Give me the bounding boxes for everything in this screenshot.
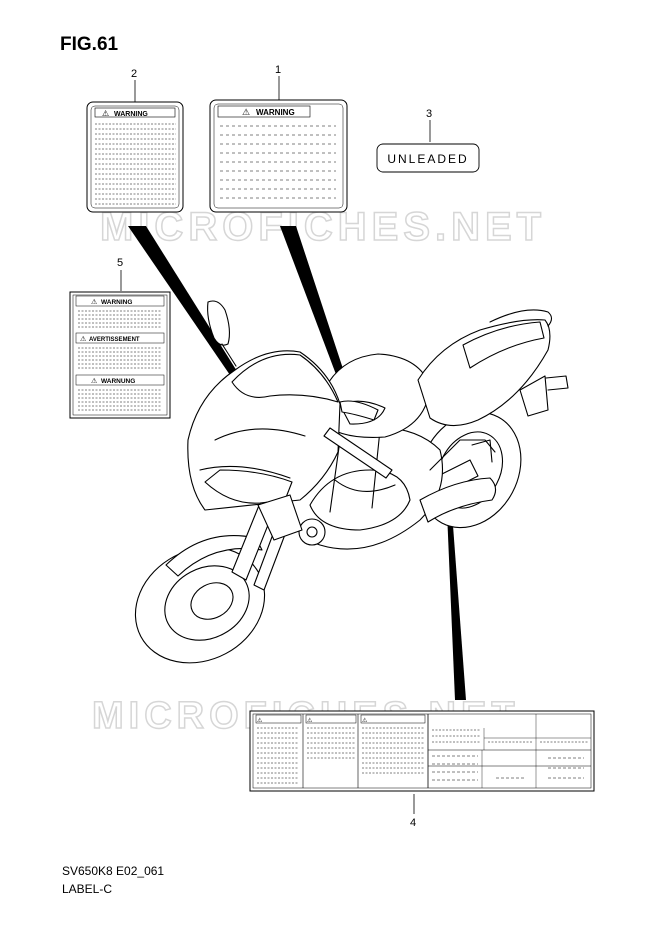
- warning-triangle-icon: ⚠: [362, 717, 368, 724]
- label-1-warning: ⚠ WARNING: [209, 99, 348, 213]
- warning-triangle-icon: ⚠: [80, 335, 86, 343]
- warning-triangle-icon: ⚠: [91, 298, 97, 306]
- callout-number-1: 1: [275, 64, 281, 76]
- label-5-title-fr: AVERTISSEMENT: [89, 337, 140, 343]
- label-4-info-panel: ⚠ ⚠ ⚠: [249, 710, 595, 792]
- label-1-title: WARNING: [256, 108, 295, 117]
- callout-number-4: 4: [410, 817, 416, 829]
- footer-diagram-name: LABEL-C: [62, 882, 113, 896]
- pointer-label-4: [447, 512, 466, 700]
- label-5-trilingual-warning: ⚠ WARNING ⚠ AVERTISSEMENT ⚠ WARNUNG: [69, 291, 171, 419]
- label-5-title-en: WARNING: [101, 299, 132, 306]
- warning-triangle-icon: ⚠: [102, 109, 109, 118]
- motorcycle-illustration: [134, 300, 569, 664]
- label-2-text-lines: [95, 123, 176, 205]
- label-3-unleaded: UNLEADED: [376, 143, 480, 173]
- label-3-text: UNLEADED: [387, 152, 468, 166]
- label-2-warning: ⚠ WARNING: [86, 101, 184, 213]
- callout-number-2: 2: [131, 68, 137, 80]
- label-1-text-lines: [220, 125, 336, 199]
- warning-triangle-icon: ⚠: [257, 717, 263, 724]
- pointer-label-2: [128, 226, 240, 378]
- warning-triangle-icon: ⚠: [91, 377, 97, 385]
- figure-title: FIG.61: [60, 34, 119, 55]
- label-4-text-lines: [257, 727, 588, 784]
- callout-number-5: 5: [117, 257, 123, 269]
- pointer-label-1: [280, 226, 348, 385]
- callout-number-3: 3: [426, 108, 432, 120]
- footer-diagram-code: SV650K8 E02_061: [62, 864, 165, 878]
- label-5-text-lines: [78, 310, 162, 411]
- label-5-title-de: WARNUNG: [101, 378, 135, 385]
- label-2-title: WARNING: [114, 111, 148, 118]
- warning-triangle-icon: ⚠: [242, 107, 250, 117]
- warning-triangle-icon: ⚠: [307, 717, 313, 724]
